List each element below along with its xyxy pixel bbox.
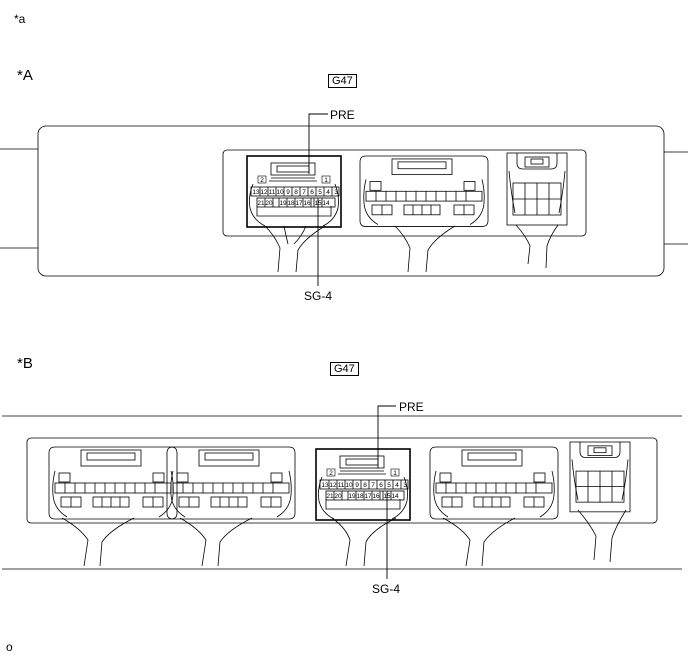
view-a-pin-8: 8	[294, 189, 298, 196]
view-b-g47-connector: 2 1 13 12 11 10 9 8 7 6 5 4 3 21 20 19 1…	[315, 448, 411, 521]
view-b-pin-18: 18	[356, 493, 364, 500]
view-b-tag: *B	[17, 355, 33, 372]
view-a-unit-housing	[37, 125, 665, 277]
view-b-pin-7: 7	[371, 482, 375, 489]
view-b-pin-1: 1	[393, 470, 397, 477]
view-a-small-connector	[506, 152, 568, 226]
view-b-pin-17: 17	[364, 493, 372, 500]
view-a-pin-2: 2	[260, 177, 264, 184]
view-a-connector-panel	[222, 149, 587, 237]
view-a-pin-5: 5	[318, 189, 322, 196]
view-a-pin-11: 11	[269, 189, 276, 196]
view-a-pin-3: 3	[334, 189, 338, 196]
view-b-pre-callout: PRE	[399, 400, 424, 414]
view-a-pin-17: 17	[295, 200, 303, 207]
view-b-pin-19: 19	[348, 493, 356, 500]
view-a-pin-6: 6	[310, 189, 314, 196]
view-b-pin-2: 2	[329, 470, 333, 477]
view-b-pin-13: 13	[321, 482, 329, 489]
view-a-pin-16: 16	[303, 200, 311, 207]
view-a-small-harness	[515, 224, 559, 269]
view-a-g47-harness	[264, 225, 326, 273]
view-b-pre-leader	[377, 405, 396, 468]
view-b-small-connector	[569, 441, 631, 513]
view-a-assembly: 2 1 13 12 11 10 9 8 7 6 5 4 3 21 20 19 1…	[0, 113, 688, 286]
corner-label: *a	[14, 12, 26, 26]
view-a-pin-4: 4	[326, 189, 330, 196]
view-b-pin-14: 14	[391, 493, 399, 500]
view-b-connector-4	[429, 446, 559, 520]
view-b-sg4-callout: SG-4	[372, 582, 401, 596]
view-a-sg4-callout: SG-4	[304, 289, 333, 303]
view-a-pin-12: 12	[260, 189, 268, 196]
view-b-assembly: 2 1 13 12 11 10 9 8 7 6 5 4 3 21 20 19 1…	[2, 405, 682, 579]
view-a-pin-9: 9	[286, 189, 290, 196]
view-a-pin-14: 14	[322, 200, 330, 207]
view-b-pin-4: 4	[395, 482, 399, 489]
view-b-pin-6: 6	[379, 482, 383, 489]
view-a-mid-harness	[394, 225, 456, 273]
view-b-pin-9: 9	[355, 482, 359, 489]
view-a-pin-13: 13	[252, 189, 260, 196]
view-b-harness	[61, 509, 627, 567]
view-b-connector-panel	[26, 437, 658, 524]
view-b-pin-3: 3	[403, 482, 407, 489]
view-a-pin-18: 18	[287, 200, 295, 207]
view-a-g47-highlight-frame	[246, 155, 342, 228]
view-a-pin-1: 1	[324, 177, 328, 184]
view-b-pin-21: 21	[326, 493, 334, 500]
view-a-g47-pin-numbers: 2 1 13 12 11 10 9 8 7 6 5 4 3 21 20 19 1…	[252, 175, 338, 207]
view-b-pin-10: 10	[345, 482, 353, 489]
view-a-pin-20: 20	[265, 200, 273, 207]
view-b-pin-8: 8	[363, 482, 367, 489]
view-a-pre-callout: PRE	[330, 108, 355, 122]
view-b-connector-2	[166, 446, 296, 520]
view-b-g47-pin-numbers: 2 1 13 12 11 10 9 8 7 6 5 4 3 21 20 19 1…	[321, 468, 407, 500]
view-a-mid-connector	[359, 155, 489, 227]
view-a-pin-21: 21	[257, 200, 265, 207]
view-a-connector-code: G47	[328, 74, 357, 88]
view-a-g47-connector: 2 1 13 12 11 10 9 8 7 6 5 4 3 21 20 19 1…	[246, 155, 342, 228]
view-a-pin-7: 7	[302, 189, 306, 196]
view-b-pin-20: 20	[334, 493, 342, 500]
view-a-pin-19: 19	[279, 200, 287, 207]
view-b-pin-16: 16	[372, 493, 380, 500]
view-a-pre-leader	[308, 113, 328, 174]
view-a-tag: *A	[17, 67, 33, 84]
view-b-connector-code: G47	[330, 362, 359, 376]
view-b-g47-grid	[328, 480, 402, 500]
footer-label: o	[6, 640, 13, 654]
view-b-g47-highlight-frame	[315, 448, 411, 521]
view-b-pin-5: 5	[387, 482, 391, 489]
view-b-connector-1	[48, 446, 178, 520]
view-a-pin-10: 10	[276, 189, 284, 196]
view-a-g47-grid	[259, 187, 333, 207]
view-b-pin-12: 12	[329, 482, 337, 489]
view-b-pin-11: 11	[338, 482, 345, 489]
